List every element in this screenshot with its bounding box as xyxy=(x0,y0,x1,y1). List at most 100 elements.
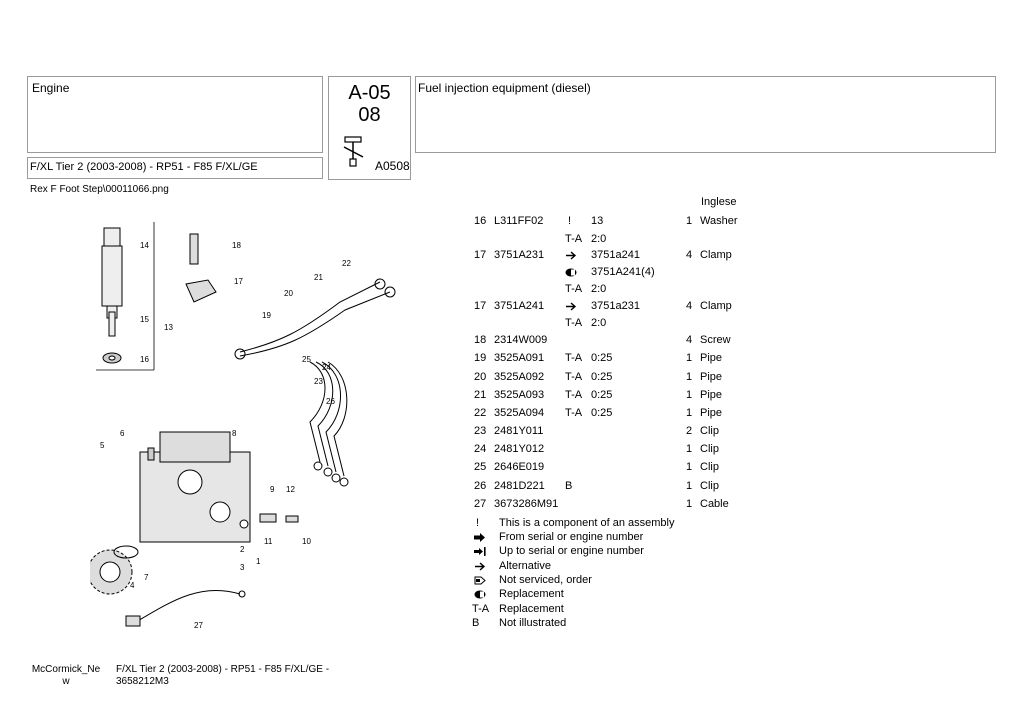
svg-text:16: 16 xyxy=(140,355,149,364)
fuel-pipes xyxy=(234,278,396,487)
cell-pos: 19 xyxy=(474,352,487,364)
cell-pos: 17 xyxy=(474,249,487,261)
footer-part-no: 3658212M3 xyxy=(116,676,169,687)
legend-text: Not serviced, order xyxy=(499,574,592,586)
svg-text:24: 24 xyxy=(322,363,331,372)
section-title: Fuel injection equipment (diesel) xyxy=(418,81,591,95)
cell-mark: T-A xyxy=(565,233,583,245)
cell-pos: 27 xyxy=(474,498,487,510)
language-label: Inglese xyxy=(701,196,737,208)
svg-text:26: 26 xyxy=(326,397,335,406)
svg-text:4: 4 xyxy=(130,581,135,590)
from-serial-icon xyxy=(474,533,486,545)
replacement-icon xyxy=(565,268,577,280)
cell-info: 3751a241 xyxy=(591,249,640,261)
cell-qty: 4 xyxy=(686,300,693,312)
cell-info: 0:25 xyxy=(591,389,613,401)
cable xyxy=(125,589,246,627)
cell-mark: T-A xyxy=(565,283,583,295)
cell-ref: 2314W009 xyxy=(494,334,548,346)
cell-pos: 22 xyxy=(474,407,487,419)
svg-text:1: 1 xyxy=(256,557,261,566)
cell-ref: 3525A093 xyxy=(494,389,545,401)
cell-mark: T-A xyxy=(565,352,583,364)
legend-symbol: ! xyxy=(476,517,480,529)
footer-brand: McCormick_New xyxy=(30,664,102,688)
cell-info: 2:0 xyxy=(591,233,607,245)
code-full: A0508 xyxy=(375,159,410,173)
cell-mark: T-A xyxy=(565,371,583,383)
svg-text:12: 12 xyxy=(286,485,295,494)
svg-text:19: 19 xyxy=(262,311,271,320)
replacement-icon xyxy=(474,590,486,602)
cell-qty: 1 xyxy=(686,407,693,419)
cell-pos: 17 xyxy=(474,300,487,312)
cell-info: 2:0 xyxy=(591,317,607,329)
model-box: F/XL Tier 2 (2003-2008) - RP51 - F85 F/X… xyxy=(27,157,323,179)
alternative-icon xyxy=(565,251,577,263)
cell-qty: 1 xyxy=(686,215,693,227)
cell-qty: 4 xyxy=(686,249,693,261)
legend-text: Up to serial or engine number xyxy=(499,545,644,557)
code-box: A-05 08 A0508 xyxy=(328,76,411,180)
svg-text:6: 6 xyxy=(120,429,125,438)
svg-text:20: 20 xyxy=(284,289,293,298)
cell-ref: 3673286M91 xyxy=(494,498,559,510)
cell-desc: Pipe xyxy=(700,407,723,419)
cell-ref: 2481Y011 xyxy=(494,425,544,437)
not-serviced-icon xyxy=(474,576,486,588)
model-title: F/XL Tier 2 (2003-2008) - RP51 - F85 F/X… xyxy=(30,161,258,173)
cell-desc: Clamp xyxy=(700,249,732,261)
cell-desc: Washer xyxy=(700,215,738,227)
cell-ref: L311FF02 xyxy=(494,215,544,227)
cell-ref: 3525A092 xyxy=(494,371,545,383)
cell-mark: T-A xyxy=(565,389,583,401)
legend-text: Replacement xyxy=(499,588,564,600)
svg-text:13: 13 xyxy=(164,323,173,332)
legend-text: Replacement xyxy=(499,603,564,615)
legend-text: This is a component of an assembly xyxy=(499,517,675,529)
svg-text:14: 14 xyxy=(140,241,149,250)
up-to-serial-icon xyxy=(474,547,486,559)
svg-text:8: 8 xyxy=(232,429,237,438)
cell-pos: 16 xyxy=(474,215,487,227)
cell-ref: 3525A094 xyxy=(494,407,545,419)
cell-qty: 1 xyxy=(686,480,693,492)
svg-text:22: 22 xyxy=(342,259,351,268)
cell-desc: Clamp xyxy=(700,300,732,312)
cell-ref: 2646E019 xyxy=(494,461,545,473)
svg-text:17: 17 xyxy=(234,277,243,286)
cell-desc: Cable xyxy=(700,498,729,510)
code-top: A-05 xyxy=(348,82,391,104)
cell-desc: Pipe xyxy=(700,352,723,364)
alternative-icon xyxy=(474,562,486,574)
cell-pos: 18 xyxy=(474,334,487,346)
cell-mark: B xyxy=(565,480,573,492)
legend-symbol: B xyxy=(472,617,480,629)
svg-text:23: 23 xyxy=(314,377,323,386)
table-row: 3751A241(4) xyxy=(0,266,800,280)
code-bottom: 08 xyxy=(358,104,381,126)
svg-text:11: 11 xyxy=(264,537,273,546)
legend-text: From serial or engine number xyxy=(499,531,644,543)
footer-model: F/XL Tier 2 (2003-2008) - RP51 - F85 F/X… xyxy=(116,664,330,675)
cell-pos: 20 xyxy=(474,371,487,383)
table-row: T-A 2:0 xyxy=(0,233,800,247)
svg-text:18: 18 xyxy=(232,241,241,250)
svg-text:5: 5 xyxy=(100,441,105,450)
injector-inset xyxy=(96,222,217,371)
cell-info: 13 xyxy=(591,215,604,227)
cell-qty: 1 xyxy=(686,389,693,401)
cell-qty: 1 xyxy=(686,352,693,364)
image-caption: Rex F Foot Step\00011066.png xyxy=(30,184,169,195)
